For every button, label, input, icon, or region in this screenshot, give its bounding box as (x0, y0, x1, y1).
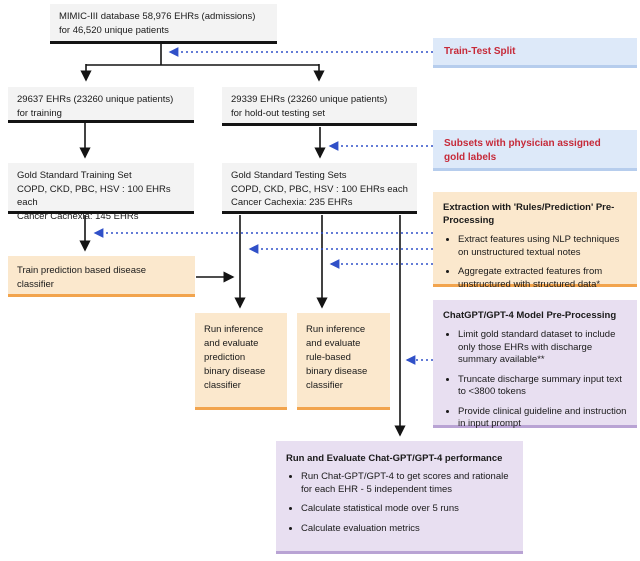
node-run-rule-classifier: Run inference and evaluate rule-based bi… (297, 313, 390, 410)
node-train-classifier: Train prediction based disease classifie… (8, 256, 195, 297)
node-gold-standard-training: Gold Standard Training Set COPD, CKD, PB… (8, 163, 194, 222)
chatgpt-preprocessing-bullets: Limit gold standard dataset to include o… (443, 329, 627, 431)
bullet-item: Extract features using NLP techniques on… (458, 234, 627, 259)
extraction-bullets: Extract features using NLP techniques on… (443, 234, 627, 291)
node-extraction-preprocessing: Extraction with 'Rules/Prediction' Pre- … (433, 192, 637, 290)
evaluate-chatgpt-title: Run and Evaluate Chat-GPT/GPT-4 performa… (286, 453, 503, 464)
bullet-item: Calculate evaluation metrics (301, 523, 513, 536)
evaluate-chatgpt-bullets: Run Chat-GPT/GPT-4 to get scores and rat… (286, 471, 513, 535)
node-mimic-database: MIMIC-III database 58,976 EHRs (admissio… (50, 4, 277, 44)
node-testing-split: 29339 EHRs (23260 unique patients) for h… (222, 87, 417, 126)
node-evaluate-chatgpt: Run and Evaluate Chat-GPT/GPT-4 performa… (276, 441, 523, 554)
node-training-split: 29637 EHRs (23260 unique patients) for t… (8, 87, 194, 123)
bullet-item: Truncate discharge summary input text to… (458, 374, 627, 399)
bullet-item: Limit gold standard dataset to include o… (458, 329, 627, 367)
extraction-title: Extraction with 'Rules/Prediction' Pre- … (443, 202, 615, 226)
node-run-prediction-classifier: Run inference and evaluate prediction bi… (195, 313, 287, 410)
label-subsets-gold-labels: Subsets with physician assigned gold lab… (433, 130, 637, 171)
node-chatgpt-preprocessing: ChatGPT/GPT-4 Model Pre-Processing Limit… (433, 300, 637, 431)
bullet-item: Provide clinical guideline and instructi… (458, 406, 627, 431)
chatgpt-preprocessing-title: ChatGPT/GPT-4 Model Pre-Processing (443, 310, 617, 321)
node-gold-standard-testing: Gold Standard Testing Sets COPD, CKD, PB… (222, 163, 417, 214)
bullet-item: Aggregate extracted features from unstru… (458, 266, 627, 291)
label-train-test-split: Train-Test Split (433, 38, 637, 68)
bullet-item: Run Chat-GPT/GPT-4 to get scores and rat… (301, 471, 513, 496)
bullet-item: Calculate statistical mode over 5 runs (301, 503, 513, 516)
